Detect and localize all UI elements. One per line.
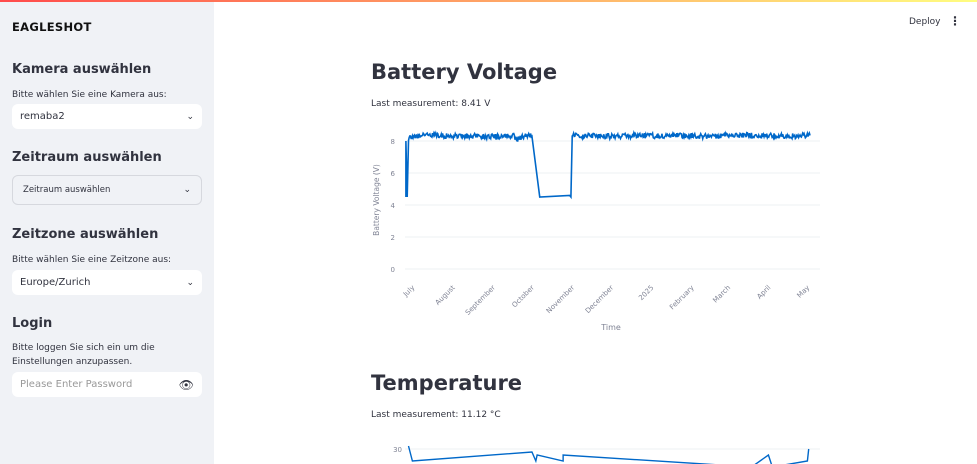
timezone-label: Bitte wählen Sie eine Zeitzone aus: (12, 253, 202, 267)
password-placeholder: Please Enter Password (20, 379, 132, 390)
battery-title: Battery Voltage (371, 60, 557, 84)
x-tick-label: July (401, 284, 416, 299)
period-placeholder: Zeitraum auswählen (23, 185, 110, 195)
battery-chart[interactable]: 0 2 4 6 8July August September October November D… (360, 120, 830, 340)
battery-last-measurement: Last measurement: 8.41 V (371, 99, 490, 109)
camera-value: remaba2 (20, 111, 65, 122)
logo: EAGLESHOT (12, 20, 92, 34)
temperature-chart[interactable]: 30 (360, 440, 830, 464)
x-tick-label: May (796, 284, 812, 300)
y-tick-label: 4 (391, 202, 396, 210)
camera-select[interactable]: remaba2 ⌄ (12, 104, 202, 129)
period-heading: Zeitraum auswählen (12, 150, 162, 165)
timezone-heading: Zeitzone auswählen (12, 227, 158, 242)
y-tick-label: 30 (393, 446, 402, 454)
password-input[interactable]: Please Enter Password 👁 (12, 372, 202, 397)
eye-icon[interactable]: 👁 (179, 378, 194, 392)
x-tick-label: October (510, 284, 536, 310)
x-tick-label: December (584, 284, 615, 315)
sidebar: EAGLESHOT Kamera auswählen Bitte wählen … (0, 2, 214, 464)
x-tick-label: September (464, 284, 497, 317)
y-tick-label: 2 (391, 234, 395, 242)
deploy-button[interactable]: Deploy (909, 17, 941, 27)
camera-heading: Kamera auswählen (12, 62, 151, 77)
x-tick-label: March (711, 284, 732, 305)
vertical-dots-icon[interactable]: ⋮ (949, 14, 961, 28)
login-heading: Login (12, 316, 52, 331)
chevron-down-icon: ⌄ (186, 278, 194, 288)
x-tick-label: February (668, 284, 696, 312)
x-axis-label: Time (600, 323, 621, 332)
timezone-value: Europe/Zurich (20, 277, 90, 288)
camera-label: Bitte wählen Sie eine Kamera aus: (12, 88, 202, 102)
x-tick-label: April (755, 284, 772, 301)
x-tick-label: 2025 (637, 284, 655, 302)
temperature-title: Temperature (371, 371, 522, 395)
temperature-last-measurement: Last measurement: 11.12 °C (371, 410, 501, 420)
y-tick-label: 0 (391, 266, 395, 274)
x-tick-label: November (545, 284, 576, 315)
timezone-select[interactable]: Europe/Zurich ⌄ (12, 270, 202, 295)
login-label: Bitte loggen Sie sich ein um die Einstel… (12, 341, 202, 369)
chevron-down-icon: ⌄ (183, 185, 191, 195)
y-axis-label: Battery Voltage (V) (372, 164, 381, 236)
period-select[interactable]: Zeitraum auswählen ⌄ (12, 175, 202, 205)
battery-voltage-line (406, 133, 810, 197)
y-tick-label: 6 (391, 170, 396, 178)
x-tick-label: August (434, 284, 457, 307)
chevron-down-icon: ⌄ (186, 112, 194, 122)
y-tick-label: 8 (391, 138, 395, 146)
